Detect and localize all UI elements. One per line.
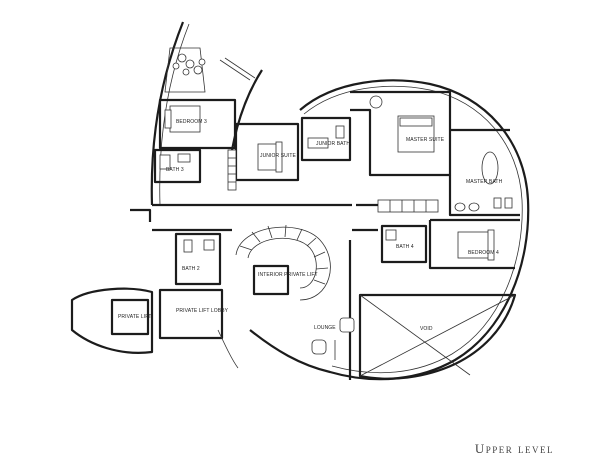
bath3-walls — [153, 148, 202, 184]
master-suite-walls — [350, 90, 452, 177]
bedroom4-bed — [457, 231, 493, 259]
room-label-master-suite: MASTER SUITE — [406, 137, 445, 143]
room-label-junior-bath: JUNIOR BATH — [316, 141, 350, 147]
master-suite-headboard — [399, 117, 433, 127]
bath2-wc — [183, 239, 193, 253]
room-label-private-lift-lobby: PRIVATE LIFT LOBBY — [176, 308, 229, 314]
lounge-armchair-1 — [339, 317, 355, 333]
main-drum-outer-wall — [249, 79, 530, 381]
junior-suite-wardrobe — [227, 149, 237, 191]
bedroom3-bed — [169, 105, 201, 133]
interior-private-lift-shaft — [252, 264, 290, 296]
curved-wall-stub — [217, 329, 239, 369]
bedroom3-headboard — [164, 109, 172, 129]
balcony-planter — [164, 47, 206, 93]
room-label-private-lift: PRIVATE LIFT — [118, 314, 152, 320]
bath3-wc — [159, 154, 171, 170]
bath2-basin — [203, 239, 215, 251]
spiral-staircase — [235, 224, 331, 301]
room-label-junior-suite: JUNIOR SUITE — [260, 153, 296, 159]
bath2-walls — [174, 232, 222, 286]
bedroom4-walls — [428, 218, 520, 270]
room-label-lounge: LOUNGE — [314, 325, 336, 331]
level-title: Upper level — [474, 441, 554, 456]
bath4-walls — [380, 224, 428, 264]
room-label-bath4: BATH 4 — [396, 244, 414, 250]
master-suite-armchair — [369, 95, 383, 109]
main-drum-inner-wall — [303, 86, 523, 374]
junior-bath-wc — [335, 125, 345, 139]
bedroom4-headboard — [487, 229, 495, 261]
west-curved-facade — [150, 21, 185, 206]
master-bath-bidet — [504, 197, 513, 209]
private-lift-pod-outer — [70, 287, 154, 354]
master-bath-tub — [481, 151, 499, 185]
junior-bath-tub — [307, 137, 329, 149]
private-lift-shaft — [110, 298, 150, 336]
void-cross-1 — [359, 294, 471, 376]
bath4-wc — [385, 229, 397, 241]
master-bath-wc — [493, 197, 502, 209]
lounge-armchair-2 — [311, 339, 327, 355]
room-label-bedroom3: BEDROOM 3 — [176, 119, 207, 125]
master-bath-walls — [448, 128, 520, 217]
room-label-interior-private-lift: INTERIOR PRIVATE LIFT — [258, 272, 318, 278]
master-wardrobe — [377, 199, 439, 213]
master-bath-basin-1 — [454, 202, 466, 212]
west-door-stub — [130, 208, 152, 222]
bath3-basin — [177, 153, 191, 163]
balcony-rail — [219, 57, 256, 81]
room-label-void: VOID — [420, 326, 433, 332]
private-lift-lobby-walls — [158, 288, 224, 340]
room-label-bath3: BATH 3 — [166, 167, 184, 173]
junior-bath-walls — [300, 116, 352, 162]
master-bath-basin-2 — [468, 202, 480, 212]
planter-shrubs — [172, 53, 206, 76]
room-label-master-bath: MASTER BATH — [466, 179, 503, 185]
void-cross-2 — [359, 294, 516, 377]
room-label-bath2: BATH 2 — [182, 266, 200, 272]
junior-suite-headboard — [275, 141, 283, 173]
room-label-bedroom4: BEDROOM 4 — [468, 250, 499, 256]
